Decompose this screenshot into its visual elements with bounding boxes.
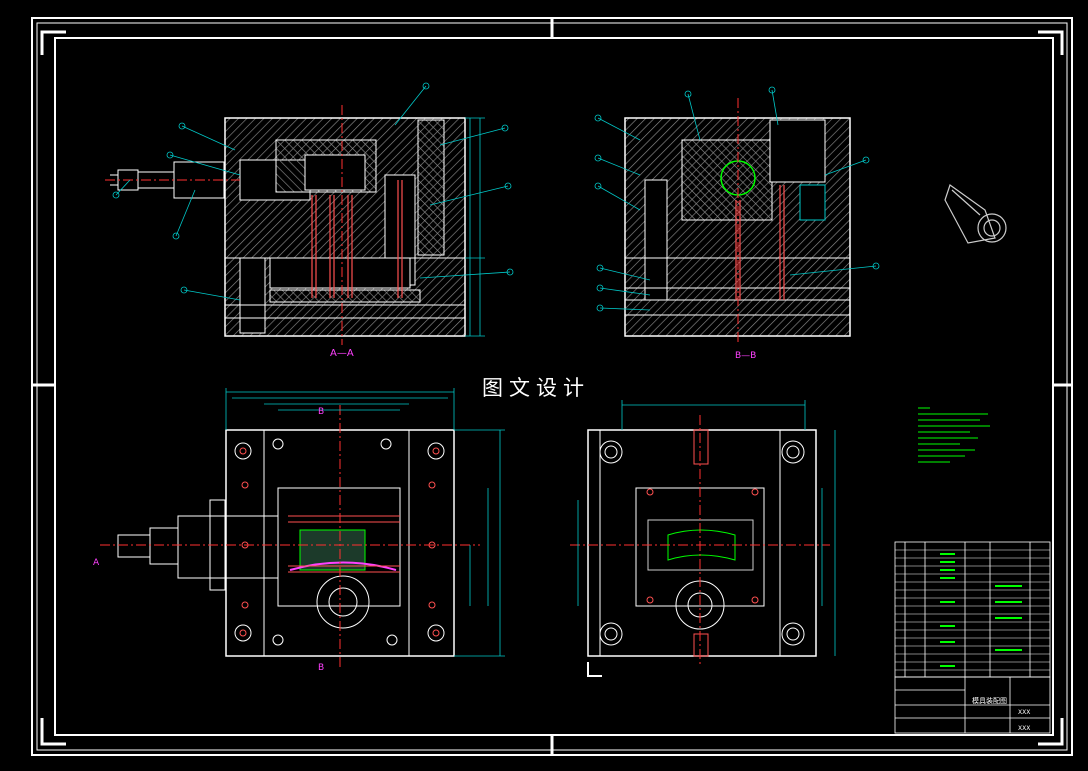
- technical-notes: [918, 407, 990, 463]
- parts-list: [894, 541, 1051, 678]
- section-b-label: B—B: [735, 351, 756, 361]
- title-block: [894, 676, 1051, 734]
- section-mark-a: A: [93, 558, 100, 568]
- section-view-a: A—A: [105, 82, 514, 359]
- title-block-code-top: XXX: [1018, 709, 1030, 716]
- section-mark-b-top: B: [318, 407, 324, 417]
- title-block-drawing-name: 模具装配图: [972, 696, 1007, 705]
- sheet-frame: [31, 17, 1073, 756]
- watermark-text: 图文设计: [482, 376, 590, 400]
- title-block-code-bottom: XXX: [1018, 725, 1030, 732]
- plan-view-moving: A B B: [93, 388, 505, 673]
- section-view-b: B—B: [594, 86, 880, 361]
- part-3d-sketch: [944, 184, 1007, 244]
- plan-view-fixed: [570, 400, 836, 677]
- section-a-label: A—A: [330, 348, 354, 359]
- section-mark-b-bottom: B: [318, 663, 324, 673]
